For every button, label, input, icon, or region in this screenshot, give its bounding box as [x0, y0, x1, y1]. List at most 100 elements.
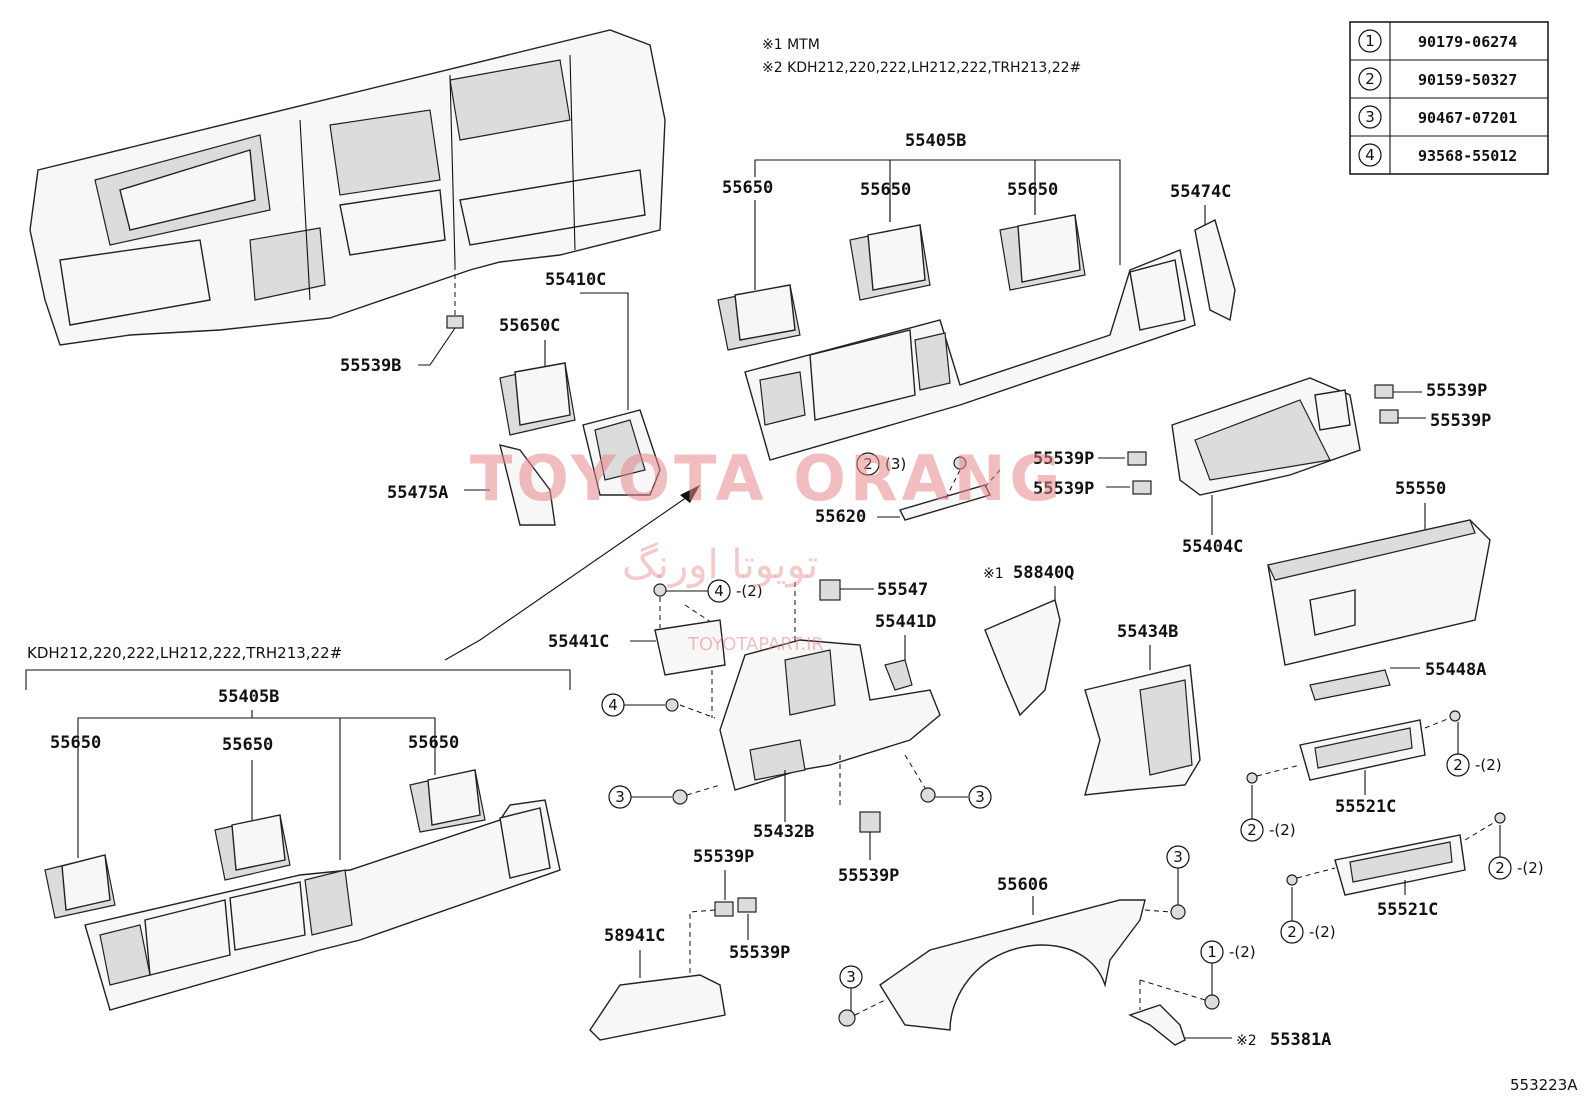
label-58941c: 58941C [604, 926, 665, 946]
screw-f [653, 583, 667, 597]
clip-i [1170, 904, 1186, 920]
register-panel-bottom [84, 799, 561, 1011]
vent-55650-f [409, 769, 486, 833]
callout-2-d-qty: -(2) [1517, 859, 1544, 877]
label-55606: 55606 [997, 875, 1048, 895]
label-58840q-prefix: ※1 [983, 566, 1004, 582]
callout-2-d: 2 [1495, 859, 1505, 877]
callout-2-a: 2 [863, 455, 873, 473]
clip-c1 [714, 901, 734, 917]
label-55448a: 55448A [1425, 660, 1486, 680]
label-55539p-c1: 55539P [693, 847, 754, 867]
callout-2-c-qty: -(2) [1269, 821, 1296, 839]
callout-2-a-qty: (3) [885, 455, 906, 473]
callout-4-b: 4 [608, 696, 618, 714]
clip-h [920, 787, 936, 803]
bezel-55410c [582, 409, 661, 496]
label-55539b: 55539B [340, 356, 401, 376]
fastener-table: 1 2 3 4 90179-06274 90159-50327 90467-07… [1349, 21, 1549, 175]
table-part-2: 90159-50327 [1418, 71, 1517, 89]
label-55410c: 55410C [545, 270, 606, 290]
callout-2-e: 2 [1287, 923, 1297, 941]
label-55441c: 55441C [548, 632, 609, 652]
label-55539p-b: 55539P [838, 866, 899, 886]
screw-g [665, 698, 679, 712]
callout-2-b: 2 [1453, 756, 1463, 774]
table-num-1: 1 [1365, 32, 1375, 50]
label-55521c-2: 55521C [1377, 900, 1438, 920]
label-55539p-m1: 55539P [1033, 449, 1094, 469]
label-55434b: 55434B [1117, 622, 1178, 642]
label-55620: 55620 [815, 507, 866, 527]
table-part-1: 90179-06274 [1418, 33, 1517, 51]
label-55650-e: 55650 [222, 735, 273, 755]
watermark-url: TOYOTAPART.IR [687, 634, 824, 655]
label-55650-f: 55650 [408, 733, 459, 753]
screw-d [1494, 812, 1506, 824]
label-55441d: 55441D [875, 612, 936, 632]
clip-r1 [1374, 384, 1394, 399]
vent-55650-a [717, 284, 801, 351]
label-55539p-r2: 55539P [1430, 411, 1491, 431]
table-part-4: 93568-55012 [1418, 147, 1517, 165]
label-55547: 55547 [877, 580, 928, 600]
label-55539p-m2: 55539P [1033, 479, 1094, 499]
label-55405b-top: 55405B [905, 131, 966, 151]
table-num-2: 2 [1365, 70, 1375, 88]
callout-3-d: 3 [846, 968, 856, 986]
note-2: ※2 KDH212,220,222,LH212,222,TRH213,22# [762, 60, 1081, 76]
callout-1-a-qty: -(2) [1229, 943, 1256, 961]
variant-label: KDH212,220,222,LH212,222,TRH213,22# [27, 644, 342, 662]
table-part-3: 90467-07201 [1418, 109, 1517, 127]
callout-4-a-qty: -(2) [736, 582, 763, 600]
part-55448a [1309, 669, 1391, 701]
trim-55475a-shape [499, 444, 556, 526]
cover-58840q [984, 599, 1061, 717]
label-55404c: 55404C [1182, 537, 1243, 557]
cover-58941c [589, 974, 726, 1041]
callout-3-b: 3 [975, 788, 985, 806]
trim-55474c-shape [1194, 218, 1236, 322]
note-1: ※1 MTM [762, 37, 820, 53]
label-55405b-bot: 55405B [218, 687, 279, 707]
callout-3-c: 3 [1173, 848, 1183, 866]
label-58840q: 58840Q [1013, 563, 1074, 583]
handle-55521c-1 [1299, 719, 1426, 781]
watermark-main: TOYOTA ORANG [470, 442, 1064, 515]
callout-2-b-qty: -(2) [1475, 756, 1502, 774]
callout-2-e-qty: -(2) [1309, 923, 1336, 941]
screw-a [953, 456, 967, 470]
callout-2-c: 2 [1247, 821, 1257, 839]
label-55650-c: 55650 [1007, 180, 1058, 200]
handle-55521c-2 [1334, 834, 1466, 896]
label-55474c: 55474C [1170, 182, 1231, 202]
label-55650c: 55650C [499, 316, 560, 336]
label-55521c-1: 55521C [1335, 797, 1396, 817]
vent-55650-d [44, 854, 116, 919]
clip-m1 [1127, 451, 1147, 466]
clip-55539p-b [859, 811, 881, 833]
label-55650-b: 55650 [860, 180, 911, 200]
diagram-code: 553223A [1510, 1076, 1578, 1094]
arrow-head [680, 485, 700, 503]
screw-e [1286, 874, 1298, 886]
clip-c2 [737, 897, 757, 913]
table-num-3: 3 [1365, 108, 1375, 126]
clip-r2 [1379, 409, 1399, 424]
bracket-55381a [1128, 1004, 1186, 1046]
clip-g [672, 789, 688, 805]
instrument-panel-frame [29, 29, 666, 346]
callout-4-a: 4 [714, 582, 724, 600]
label-55650-d: 55650 [50, 733, 101, 753]
bracket-55441c [654, 619, 726, 676]
clip-m2 [1132, 480, 1152, 495]
screw-c [1246, 772, 1258, 784]
vent-55650c [499, 362, 576, 436]
table-num-4: 4 [1365, 146, 1375, 164]
vent-55650-e [214, 814, 291, 881]
screw-k [1204, 994, 1220, 1010]
clip-j [838, 1009, 856, 1027]
label-55550: 55550 [1395, 479, 1446, 499]
watermark-persian: تویوتا اورنگ [622, 542, 818, 588]
